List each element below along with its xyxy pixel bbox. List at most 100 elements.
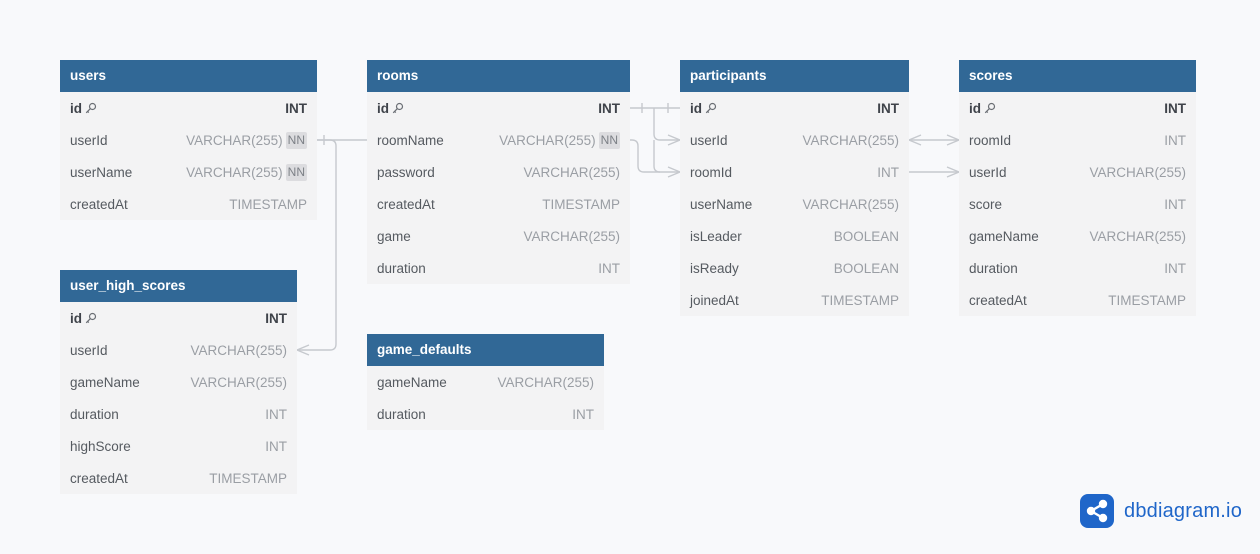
table-header[interactable]: participants [680,60,909,92]
field-name: roomId [969,133,1011,148]
field-name: userId [969,165,1007,180]
field-row[interactable]: duration INT [367,252,630,284]
field-row[interactable]: id INT [60,92,317,124]
field-name-text: isLeader [690,228,742,244]
field-row[interactable]: gameName VARCHAR(255) [959,220,1196,252]
field-type-text: VARCHAR(255) [1089,228,1186,244]
field-name-text: userId [690,132,728,148]
field-name: isReady [690,261,739,276]
field-row[interactable]: joinedAt TIMESTAMP [680,284,909,316]
field-type: TIMESTAMP [1108,293,1186,308]
field-type: TIMESTAMP [209,471,287,486]
field-row[interactable]: userId VARCHAR(255) [680,124,909,156]
field-name: highScore [70,439,131,454]
field-type: VARCHAR(255) [1089,165,1186,180]
field-type: INT [285,101,307,116]
table-header[interactable]: scores [959,60,1196,92]
field-name: userName [70,165,132,180]
field-type: VARCHAR(255) [190,375,287,390]
field-type: TIMESTAMP [542,197,620,212]
field-row[interactable]: duration INT [367,398,604,430]
field-name-text: createdAt [377,196,435,212]
table-header[interactable]: user_high_scores [60,270,297,302]
field-name-text: gameName [377,374,447,390]
field-name-text: id [70,100,82,116]
field-row[interactable]: createdAt TIMESTAMP [959,284,1196,316]
relation-line [630,139,680,173]
many-marker [295,344,310,356]
field-row[interactable]: createdAt TIMESTAMP [367,188,630,220]
field-type: INT [598,261,620,276]
field-name-text: userId [969,164,1007,180]
field-name: score [969,197,1002,212]
field-type: INT [1164,101,1186,116]
field-type: INT [572,407,594,422]
field-name-text: roomId [969,132,1012,148]
field-name-text: roomName [377,132,444,148]
field-name: roomId [690,165,732,180]
field-row[interactable]: id INT [959,92,1196,124]
field-type: VARCHAR(255)NN [186,131,307,149]
field-name: roomName [377,133,444,148]
field-type-text: TIMESTAMP [821,292,899,308]
field-type-text: VARCHAR(255) [186,132,283,148]
field-row[interactable]: createdAt TIMESTAMP [60,188,317,220]
field-name: gameName [969,229,1039,244]
table-header[interactable]: rooms [367,60,630,92]
not-null-badge: NN [285,131,307,149]
field-name: createdAt [70,197,128,212]
field-name-text: duration [377,406,426,422]
key-icon [392,102,404,114]
table-header[interactable]: game_defaults [367,334,604,366]
field-type: BOOLEAN [834,261,899,276]
field-row[interactable]: userId VARCHAR(255) [60,334,297,366]
field-row[interactable]: userId VARCHAR(255) [959,156,1196,188]
field-type: TIMESTAMP [229,197,307,212]
field-name-text: duration [70,406,119,422]
table-header[interactable]: users [60,60,317,92]
field-row[interactable]: isLeader BOOLEAN [680,220,909,252]
field-name: duration [377,261,426,276]
field-type-text: VARCHAR(255) [190,342,287,358]
field-type-text: VARCHAR(255) [802,132,899,148]
field-type: INT [1164,261,1186,276]
field-name: userName [690,197,752,212]
field-name-text: userName [70,164,133,180]
field-name: createdAt [969,293,1027,308]
field-row[interactable]: isReady BOOLEAN [680,252,909,284]
field-type: VARCHAR(255) [802,133,899,148]
brand-logo[interactable]: dbdiagram.io [1080,494,1242,528]
field-name-text: userId [70,342,108,358]
field-name-text: id [969,100,981,116]
field-type-text: VARCHAR(255) [523,164,620,180]
field-name: duration [377,407,426,422]
field-name: game [377,229,411,244]
field-name: joinedAt [690,293,739,308]
field-type: BOOLEAN [834,229,899,244]
